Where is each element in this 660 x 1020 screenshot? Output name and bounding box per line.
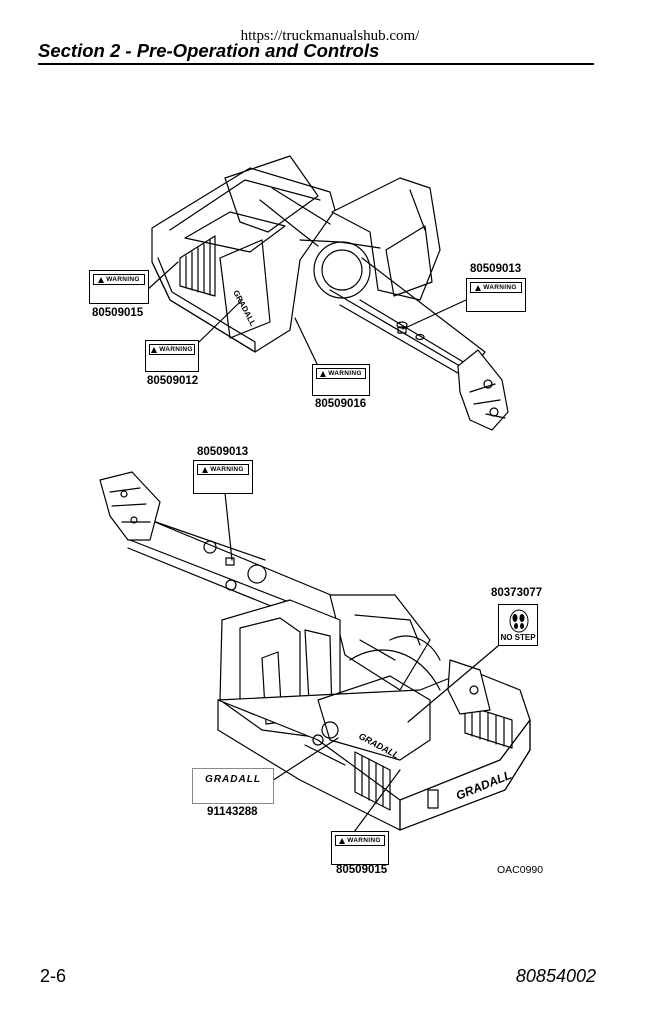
lower-grille: [354, 751, 391, 811]
part-number: 91143288: [207, 806, 258, 818]
decal-warning-label: WARNING: [328, 370, 362, 377]
footprint-icon: [509, 609, 529, 633]
decal-warning-label: WARNING: [210, 466, 244, 473]
decal-80509012: WARNING: [145, 340, 199, 372]
part-number: 80509012: [147, 375, 199, 387]
header-rule: [38, 63, 594, 65]
part-number: 80509015: [336, 864, 388, 876]
section-title: Section 2 - Pre-Operation and Controls: [38, 40, 380, 61]
lower-machine-view: GRADALL GRADALL: [99, 471, 531, 833]
gradall-hydraulic-decal: GRADALL: [192, 768, 274, 804]
decal-80509016: WARNING: [312, 364, 370, 396]
page-number: 2-6: [40, 966, 67, 986]
document-number: 80854002: [515, 966, 596, 986]
decal-80509015-lower: WARNING: [331, 831, 389, 865]
upper-machine-view: GRADALL: [146, 155, 509, 431]
decal-warning-label: WARNING: [347, 837, 381, 844]
decal-warning-label: WARNING: [159, 346, 193, 353]
decal-80509013-upper: WARNING: [466, 278, 526, 312]
decal-80509013-lower: WARNING: [193, 460, 253, 494]
source-url: https://truckmanualshub.com/: [240, 28, 420, 44]
part-number: 80509013: [197, 446, 249, 458]
upper-grille: [179, 235, 216, 297]
part-number: 80373077: [491, 587, 543, 599]
decal-no-step: NO STEP: [498, 604, 538, 646]
brand-label: GRADALL: [205, 774, 261, 785]
no-step-label: NO STEP: [500, 633, 536, 642]
figure-reference: OAC0990: [497, 864, 544, 876]
part-number: 80509015: [92, 307, 144, 319]
part-number: 80509016: [315, 398, 367, 410]
part-number: 80509013: [470, 263, 522, 275]
decal-80509015-upper: WARNING: [89, 270, 149, 304]
decal-warning-label: WARNING: [106, 276, 140, 283]
decal-warning-label: WARNING: [483, 284, 517, 291]
